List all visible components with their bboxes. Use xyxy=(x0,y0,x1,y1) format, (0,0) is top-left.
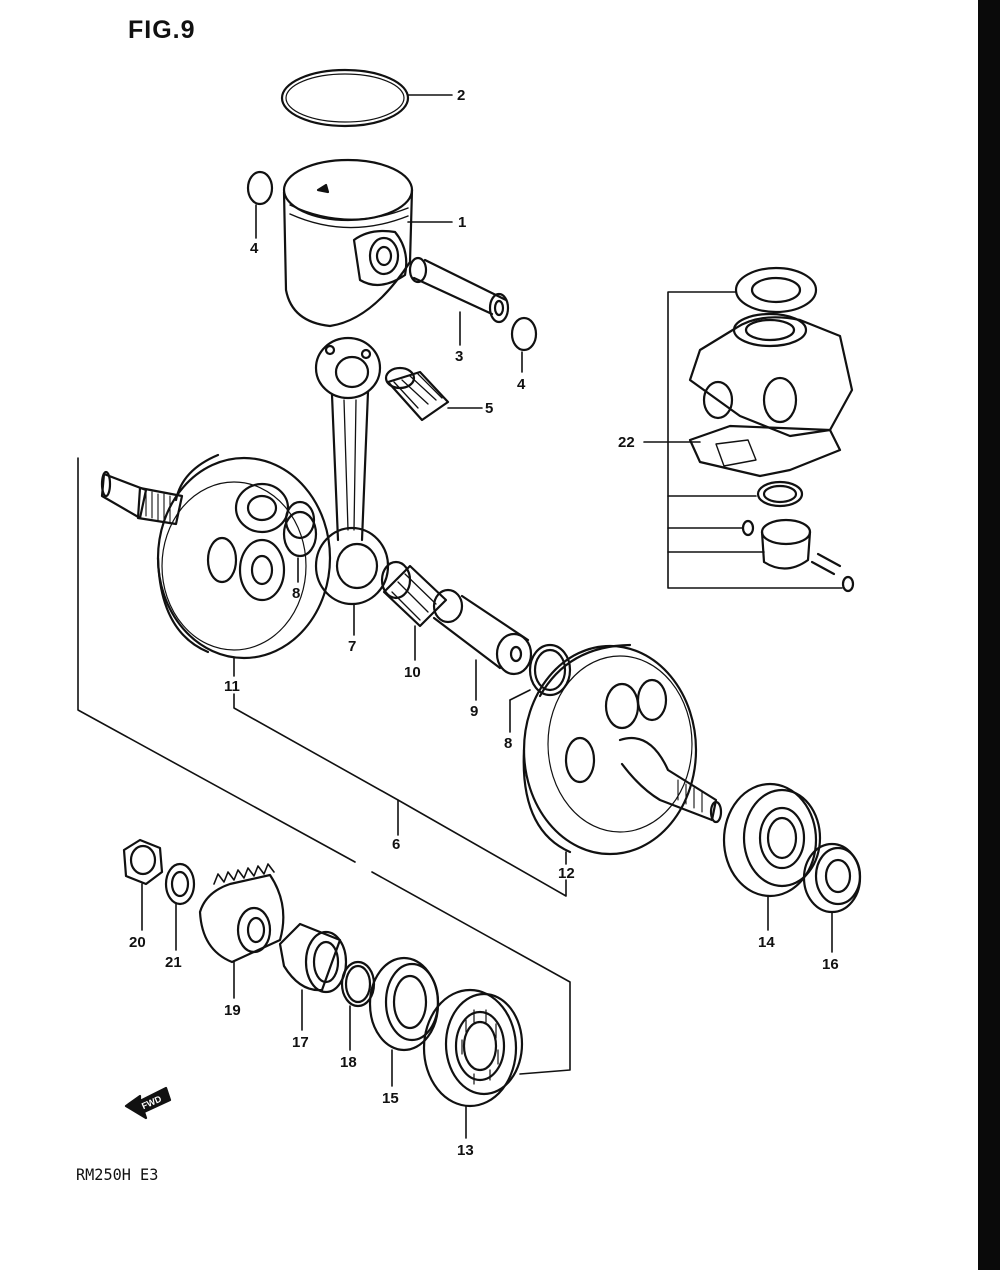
left-main-bearing xyxy=(422,988,524,1108)
scan-edge-bar xyxy=(978,0,1000,1270)
callout-4b: 4 xyxy=(517,376,526,393)
callout-17: 17 xyxy=(292,1034,309,1051)
right-oil-seal xyxy=(802,842,862,914)
callout-3: 3 xyxy=(455,348,463,365)
callout-13: 13 xyxy=(457,1142,474,1159)
callout-numbers: 1 2 3 4 4 5 6 7 8 8 9 10 11 12 13 14 15 … xyxy=(129,87,839,1159)
forward-arrow-icon xyxy=(124,1086,172,1120)
callout-18: 18 xyxy=(340,1054,357,1071)
small-end-bearing xyxy=(384,366,450,422)
gasket-set xyxy=(688,266,855,593)
callout-2: 2 xyxy=(457,87,465,104)
callout-14: 14 xyxy=(758,934,775,951)
callout-19: 19 xyxy=(224,1002,241,1019)
spacer xyxy=(278,922,348,994)
piston-pin xyxy=(408,256,510,324)
callout-10: 10 xyxy=(404,664,421,681)
callout-22: 22 xyxy=(618,434,635,451)
right-main-bearing xyxy=(722,782,822,898)
callout-21: 21 xyxy=(165,954,182,971)
crank-pin-bearing xyxy=(380,560,448,628)
crankshaft-assembly-bracket xyxy=(77,457,571,1075)
callout-4a: 4 xyxy=(250,240,259,257)
circlip-left xyxy=(246,170,274,206)
callout-8a: 8 xyxy=(292,585,300,602)
crank-pin xyxy=(432,588,533,676)
callout-6: 6 xyxy=(392,836,400,853)
leader-8b xyxy=(509,689,531,701)
washer xyxy=(164,862,196,906)
callout-20: 20 xyxy=(129,934,146,951)
figure-title: FIG.9 xyxy=(128,16,196,44)
callout-12: 12 xyxy=(558,865,575,882)
gasket-set-bracket xyxy=(643,291,843,589)
piston xyxy=(282,158,414,328)
right-crank-half xyxy=(522,643,723,856)
primary-drive-gear xyxy=(198,863,285,964)
callout-8b: 8 xyxy=(504,735,512,752)
callout-16: 16 xyxy=(822,956,839,973)
callout-5: 5 xyxy=(485,400,493,417)
callout-11: 11 xyxy=(224,678,240,695)
callout-1: 1 xyxy=(458,214,466,231)
callout-7: 7 xyxy=(348,638,356,655)
crank-nut xyxy=(122,838,164,886)
left-crank-half xyxy=(100,453,332,660)
callout-15: 15 xyxy=(382,1090,399,1107)
left-oil-seal xyxy=(368,956,440,1052)
circlip-right xyxy=(510,316,538,352)
connecting-rod xyxy=(314,336,390,606)
model-code: RM250H E3 xyxy=(76,1165,159,1184)
thrust-washer-right xyxy=(528,643,572,697)
piston-ring xyxy=(280,68,410,128)
callout-9: 9 xyxy=(470,703,478,720)
